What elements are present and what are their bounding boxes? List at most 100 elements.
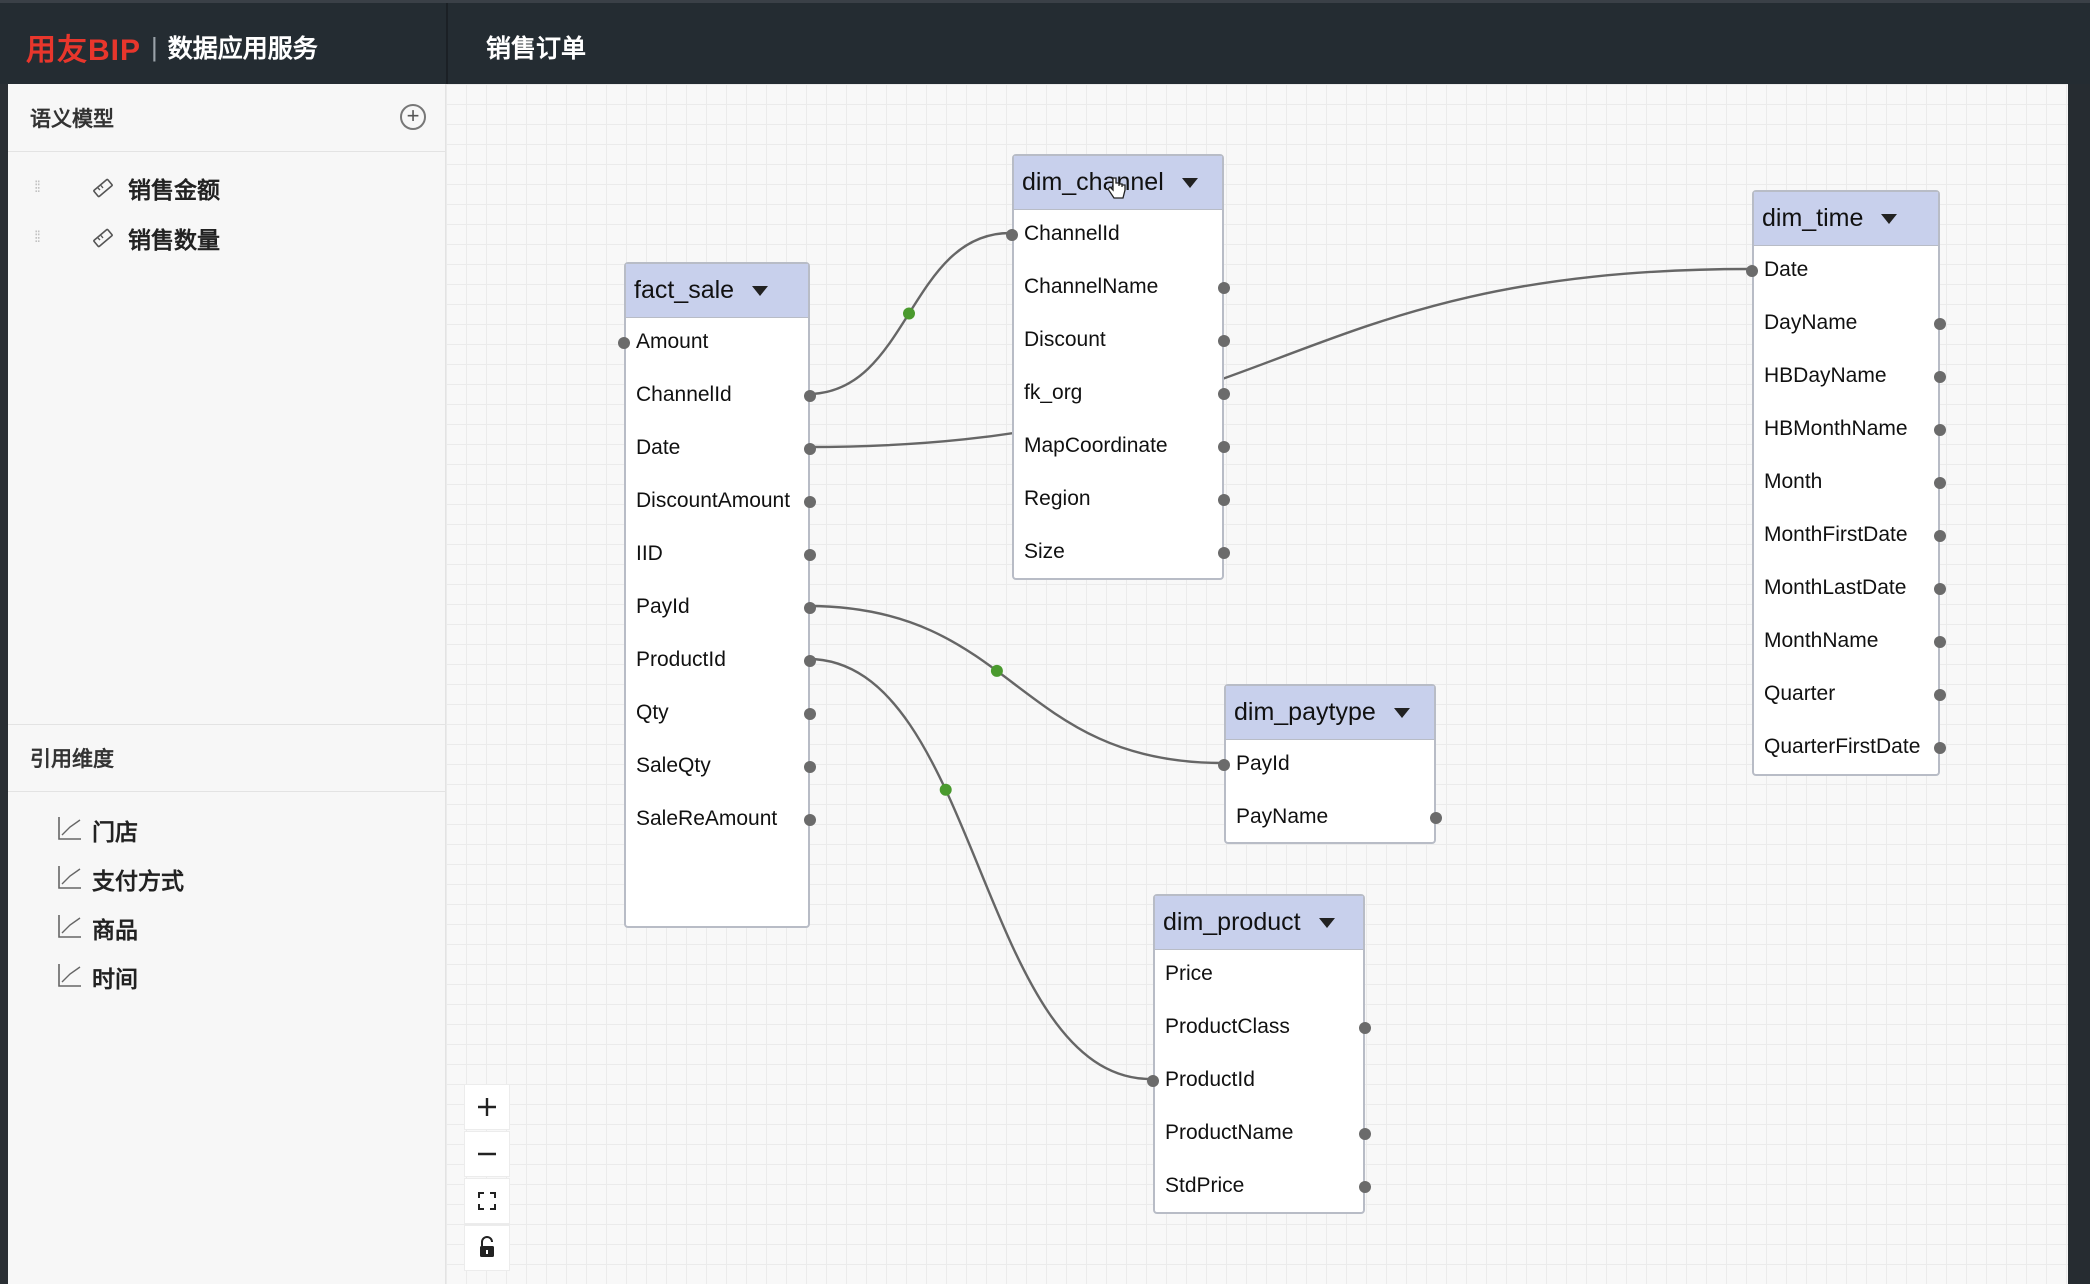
- port-month-first-date[interactable]: [1934, 530, 1946, 542]
- table-header[interactable]: fact_sale: [626, 264, 808, 318]
- port-fk-org[interactable]: [1218, 388, 1230, 400]
- caret-down-icon[interactable]: [1393, 707, 1410, 718]
- caret-down-icon[interactable]: [752, 285, 769, 296]
- field-map-coordinate[interactable]: MapCoordinate: [1024, 434, 1168, 457]
- field-hbday-name[interactable]: HBDayName: [1764, 364, 1887, 387]
- field-sale-re-amount[interactable]: SaleReAmount: [636, 807, 778, 830]
- measure-item-sales-amount[interactable]: ⁞⁞ 销售金额: [8, 168, 446, 208]
- field-amount[interactable]: Amount: [636, 330, 709, 353]
- field-price[interactable]: Price: [1165, 962, 1213, 985]
- dimension-item-product[interactable]: 商品: [8, 906, 446, 946]
- port-quarter[interactable]: [1934, 689, 1946, 701]
- field-product-name[interactable]: ProductName: [1165, 1121, 1294, 1144]
- port-discount-amount[interactable]: [804, 496, 816, 508]
- table-header[interactable]: dim_product: [1155, 896, 1363, 950]
- port-size[interactable]: [1218, 547, 1230, 559]
- field-date[interactable]: Date: [636, 436, 681, 459]
- field-fk-org[interactable]: fk_org: [1024, 381, 1083, 404]
- port-month-last-date[interactable]: [1934, 583, 1946, 595]
- port-qty[interactable]: [804, 708, 816, 720]
- field-month-first-date[interactable]: MonthFirstDate: [1764, 523, 1908, 546]
- field-iid[interactable]: IID: [636, 542, 663, 565]
- port-std-price[interactable]: [1359, 1181, 1371, 1193]
- relation-midpoint-handle[interactable]: [903, 307, 915, 320]
- port-month-name[interactable]: [1934, 636, 1946, 648]
- field-pay-id[interactable]: PayId: [1236, 752, 1290, 775]
- port-pay-name[interactable]: [1430, 812, 1442, 824]
- caret-down-icon[interactable]: [1881, 213, 1898, 224]
- field-sale-qty[interactable]: SaleQty: [636, 754, 711, 777]
- port-date[interactable]: [1746, 265, 1758, 277]
- port-sale-re-amount[interactable]: [804, 814, 816, 826]
- drag-handle-icon[interactable]: ⁞⁞: [34, 179, 41, 196]
- port-quarter-first-date[interactable]: [1934, 742, 1946, 754]
- port-product-id[interactable]: [1147, 1075, 1159, 1087]
- dimension-item-time[interactable]: 时间: [8, 955, 446, 995]
- port-channel-id[interactable]: [1006, 229, 1018, 241]
- field-size[interactable]: Size: [1024, 540, 1065, 563]
- drag-handle-icon[interactable]: ⁞⁞: [34, 229, 41, 246]
- field-quarter[interactable]: Quarter: [1764, 682, 1836, 705]
- field-std-price[interactable]: StdPrice: [1165, 1174, 1245, 1197]
- port-date[interactable]: [804, 443, 816, 455]
- field-date[interactable]: Date: [1764, 258, 1809, 281]
- zoom-out-button[interactable]: [464, 1131, 510, 1177]
- port-region[interactable]: [1218, 494, 1230, 506]
- port-map-coordinate[interactable]: [1218, 441, 1230, 453]
- dimension-item-store[interactable]: 门店: [8, 808, 446, 848]
- field-month[interactable]: Month: [1764, 470, 1823, 493]
- field-product-id[interactable]: ProductId: [636, 648, 726, 671]
- port-amount[interactable]: [618, 337, 630, 349]
- caret-down-icon[interactable]: [1181, 177, 1198, 188]
- port-channel-name[interactable]: [1218, 282, 1230, 294]
- port-pay-id[interactable]: [804, 602, 816, 614]
- port-product-id[interactable]: [804, 655, 816, 667]
- port-product-name[interactable]: [1359, 1128, 1371, 1140]
- field-qty[interactable]: Qty: [636, 701, 669, 724]
- field-channel-name[interactable]: ChannelName: [1024, 275, 1159, 298]
- field-pay-id[interactable]: PayId: [636, 595, 690, 618]
- field-pay-name[interactable]: PayName: [1236, 805, 1329, 828]
- port-month[interactable]: [1934, 477, 1946, 489]
- field-region[interactable]: Region: [1024, 487, 1091, 510]
- relation-midpoint-handle[interactable]: [939, 783, 952, 796]
- field-product-id[interactable]: ProductId: [1165, 1068, 1255, 1091]
- port-hbmonth-name[interactable]: [1934, 424, 1946, 436]
- port-product-class[interactable]: [1359, 1022, 1371, 1034]
- field-discount[interactable]: Discount: [1024, 328, 1106, 351]
- lock-button[interactable]: [464, 1225, 510, 1271]
- port-channel-id[interactable]: [804, 390, 816, 402]
- field-month-name[interactable]: MonthName: [1764, 629, 1879, 652]
- table-header[interactable]: dim_paytype: [1226, 686, 1434, 740]
- port-hbday-name[interactable]: [1934, 371, 1946, 383]
- dimension-item-payment-method[interactable]: 支付方式: [8, 857, 446, 897]
- port-discount[interactable]: [1218, 335, 1230, 347]
- field-channel-id[interactable]: ChannelId: [636, 383, 732, 406]
- relation-edge[interactable]: [807, 657, 1152, 1081]
- field-hbmonth-name[interactable]: HBMonthName: [1764, 417, 1908, 440]
- port-day-name[interactable]: [1934, 318, 1946, 330]
- port-iid[interactable]: [804, 549, 816, 561]
- field-quarter-first-date[interactable]: QuarterFirstDate: [1764, 735, 1921, 758]
- measure-item-sales-quantity[interactable]: ⁞⁞ 销售数量: [8, 218, 446, 258]
- field-day-name[interactable]: DayName: [1764, 311, 1858, 334]
- relation-midpoint-handle[interactable]: [990, 664, 1003, 677]
- table-header[interactable]: dim_time: [1754, 192, 1938, 246]
- relation-edge[interactable]: [807, 604, 1223, 765]
- add-semantic-model-button[interactable]: +: [400, 104, 426, 130]
- port-pay-id[interactable]: [1218, 759, 1230, 771]
- field-product-class[interactable]: ProductClass: [1165, 1015, 1290, 1038]
- caret-down-icon[interactable]: [1318, 917, 1335, 928]
- relation-edge[interactable]: [807, 267, 1751, 449]
- brand[interactable]: 用友BIP | 数据应用服务: [26, 27, 318, 68]
- field-discount-amount[interactable]: DiscountAmount: [636, 489, 791, 512]
- field-month-last-date[interactable]: MonthLastDate: [1764, 576, 1907, 599]
- fit-view-button[interactable]: [464, 1178, 510, 1224]
- field-channel-id[interactable]: ChannelId: [1024, 222, 1120, 245]
